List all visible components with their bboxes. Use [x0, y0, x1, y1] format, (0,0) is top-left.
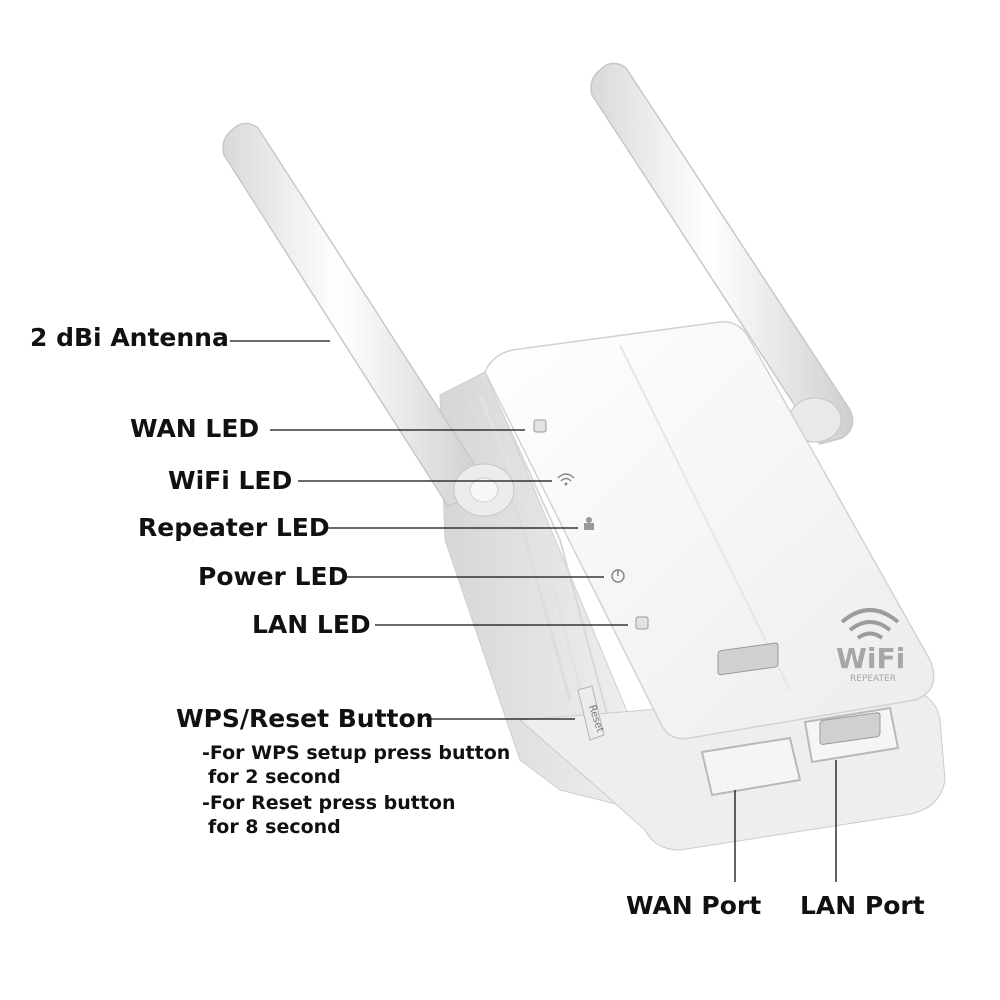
repeater-led-label: Repeater LED — [138, 513, 330, 542]
reset-note-line-1: -For Reset press button — [202, 792, 456, 814]
reset-note-line-2: for 8 second — [208, 816, 341, 838]
wifi-logo: WiFi REPEATER — [836, 608, 905, 684]
lan-port-label: LAN Port — [800, 891, 925, 920]
wan-port-socket — [700, 642, 802, 797]
antenna-label: 2 dBi Antenna — [30, 323, 229, 352]
lan-led-indicator — [635, 616, 649, 630]
wps-reset-label: WPS/Reset Button — [176, 704, 434, 733]
wan-port-label: WAN Port — [626, 891, 762, 920]
lan-port-socket — [803, 706, 900, 764]
left-antenna — [222, 122, 515, 517]
leader-lines — [230, 340, 837, 882]
wifi-led-label: WiFi LED — [168, 466, 293, 495]
wifi-logo-text: WiFi — [836, 642, 905, 675]
power-led-label: Power LED — [198, 562, 349, 591]
power-led-indicator — [611, 569, 625, 583]
wan-led-label: WAN LED — [130, 414, 260, 443]
wps-note-line-1: -For WPS setup press button — [202, 742, 511, 764]
wps-note-line-2: for 2 second — [208, 766, 341, 788]
device-front-face — [484, 321, 935, 740]
wan-led-indicator — [533, 419, 547, 433]
lan-led-label: LAN LED — [252, 610, 371, 639]
wifi-led-indicator — [557, 473, 575, 486]
wifi-logo-subtext: REPEATER — [850, 674, 896, 684]
repeater-led-indicator — [584, 517, 594, 530]
